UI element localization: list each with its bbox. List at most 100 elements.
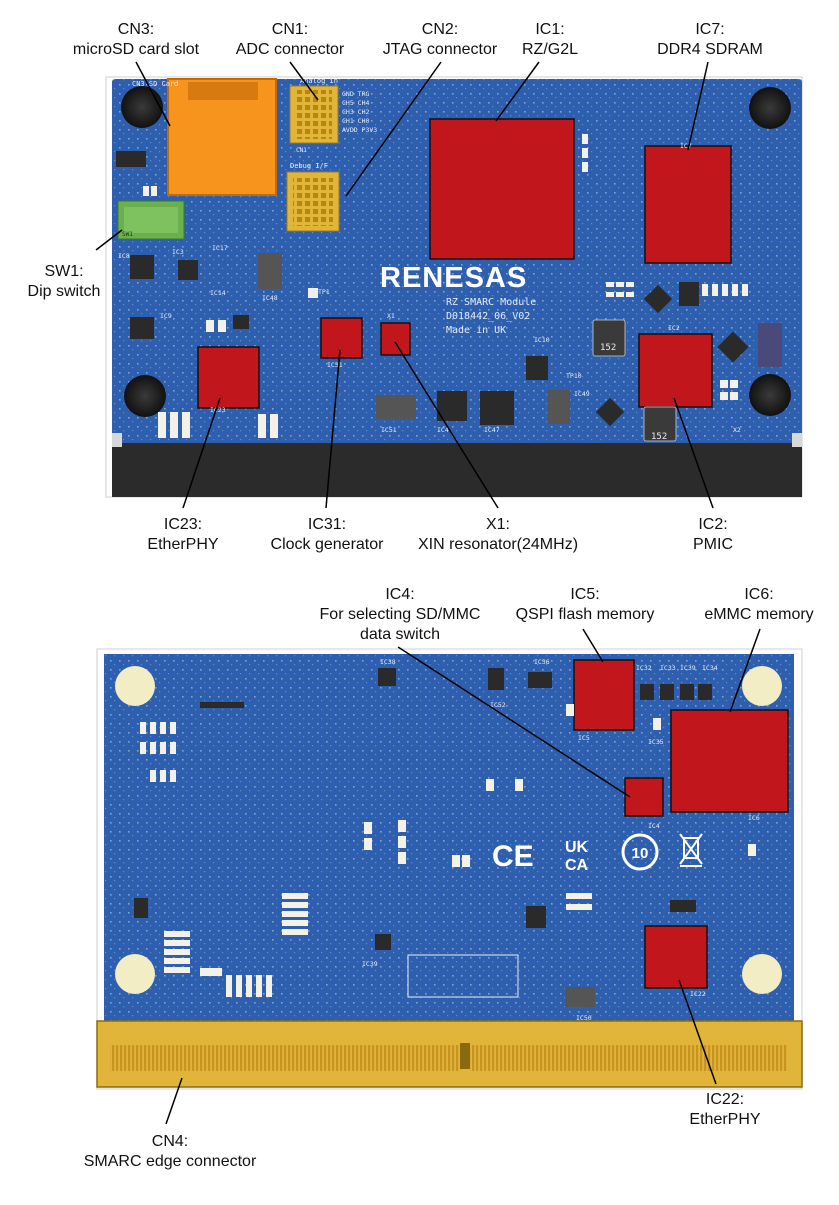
silk-module-line: D018442_06_V02	[446, 311, 530, 322]
label-code: IC31:	[307, 516, 347, 533]
refdes-label: IC38	[380, 658, 396, 666]
refdes-label: IC34	[702, 664, 718, 672]
label-ic23: IC23: EtherPHY	[128, 515, 238, 555]
leader-ic23	[182, 397, 221, 509]
refdes-label: IC36	[534, 658, 550, 666]
label-desc: Dip switch	[27, 283, 101, 300]
silk-module-line: RZ SMARC Module	[446, 297, 536, 308]
label-desc: ADC connector	[235, 41, 345, 58]
label-desc: RZ/G2L	[521, 41, 578, 58]
refdes-label: IC10	[534, 336, 550, 344]
label-ic4: IC4: For selecting SD/MMC data switch	[300, 585, 500, 645]
leader-cn2	[345, 61, 442, 197]
ic6-emmc	[670, 709, 789, 813]
refdes-label: IC14	[210, 289, 226, 297]
top-edge-connector-body	[112, 443, 802, 497]
leader-sw1	[95, 229, 123, 251]
refdes-label: X2	[733, 426, 741, 434]
mount-hole-icon	[742, 666, 782, 706]
label-cn4: CN4: SMARC edge connector	[60, 1132, 280, 1172]
silk-cn3: CN3 SD Card	[132, 80, 178, 88]
label-desc: QSPI flash memory	[515, 606, 655, 623]
refdes-label: IC52	[490, 701, 506, 709]
refdes-label: IC2	[668, 324, 680, 332]
leader-cn4	[165, 1077, 183, 1125]
weee-bin-icon	[679, 833, 703, 867]
leader-ic7	[687, 61, 709, 151]
silk-sw1: SW1	[122, 231, 133, 238]
leader-ic4	[397, 646, 631, 798]
label-code: IC5:	[570, 586, 600, 603]
label-desc: eMMC memory	[704, 606, 814, 623]
label-code: CN4:	[151, 1133, 189, 1150]
label-ic7: IC7: DDR4 SDRAM	[640, 20, 780, 60]
top-capacitors	[592, 319, 677, 442]
refdes-label: IC5	[578, 734, 590, 742]
mount-hole-icon	[749, 374, 791, 416]
svg-text:10: 10	[632, 845, 649, 862]
cap-mark: 152	[600, 343, 616, 353]
refdes-label: IC49	[574, 390, 590, 398]
refdes-label: IC9	[160, 312, 172, 320]
refdes-label: IC47	[484, 426, 500, 434]
refdes-label: IC23	[210, 406, 226, 414]
label-sw1: SW1: Dip switch	[8, 262, 120, 302]
refdes-label: X1	[387, 312, 395, 320]
leader-lines	[95, 61, 761, 1125]
label-code: IC2:	[698, 516, 728, 533]
label-desc: JTAG connector	[382, 41, 498, 58]
ic31-clock-generator	[320, 317, 363, 359]
mount-hole-icon	[121, 86, 163, 128]
silk-cn1-ref: CN1	[296, 147, 307, 154]
refdes-label: IC35	[648, 738, 664, 746]
mount-hole-icon	[749, 87, 791, 129]
refdes-label: IC31	[327, 361, 343, 369]
leader-ic31	[325, 349, 341, 509]
refdes-label: IC3	[172, 248, 184, 256]
silk-cn1-pin: CH5 CH4	[342, 99, 369, 107]
silk-cn2-title: Debug I/F	[290, 162, 328, 170]
bottom-small-components	[134, 668, 712, 1007]
leader-ic2	[673, 397, 714, 509]
renesas-logo: RENESAS	[380, 262, 527, 294]
label-x1: X1: XIN resonator(24MHz)	[398, 515, 598, 555]
label-desc: For selecting SD/MMC	[319, 606, 481, 623]
refdes-label: IC50	[576, 1014, 592, 1022]
label-code: CN1:	[271, 21, 309, 38]
top-passives	[143, 134, 748, 438]
label-ic6: IC6: eMMC memory	[689, 585, 829, 625]
refdes-label: TP1	[318, 288, 330, 296]
silk-cn1-pin: CH1 CH0	[342, 117, 369, 125]
leader-ic22	[678, 979, 717, 1085]
label-desc: DDR4 SDRAM	[657, 41, 763, 58]
label-desc: PMIC	[693, 536, 733, 553]
label-cn2: CN2: JTAG connector	[355, 20, 525, 60]
ukca-mark-icon: UK CA	[565, 839, 589, 874]
label-ic2: IC2: PMIC	[668, 515, 758, 555]
mount-hole-icon	[124, 375, 166, 417]
leader-cn1	[289, 61, 319, 101]
refdes-label: IC32	[636, 664, 652, 672]
leader-cn3	[135, 61, 171, 127]
label-desc: SMARC edge connector	[83, 1153, 257, 1170]
label-code: CN2:	[421, 21, 459, 38]
refdes-label: TP10	[566, 372, 582, 380]
ic5-qspi-flash	[573, 659, 635, 731]
top-small-components	[116, 151, 782, 427]
label-code: SW1:	[44, 263, 84, 280]
label-code: CN3:	[117, 21, 155, 38]
leader-ic1	[495, 61, 540, 122]
ic2-pmic	[638, 333, 713, 408]
label-desc: XIN resonator(24MHz)	[417, 536, 579, 553]
silk-cn1-pin: GND TRG	[342, 90, 369, 98]
ic23-etherphy	[197, 346, 260, 409]
silk-module-line: Made in UK	[446, 325, 506, 336]
leader-x1	[394, 341, 499, 509]
refdes-label: IC39	[680, 664, 696, 672]
label-code: IC1:	[535, 21, 565, 38]
label-desc: EtherPHY	[689, 1111, 761, 1128]
